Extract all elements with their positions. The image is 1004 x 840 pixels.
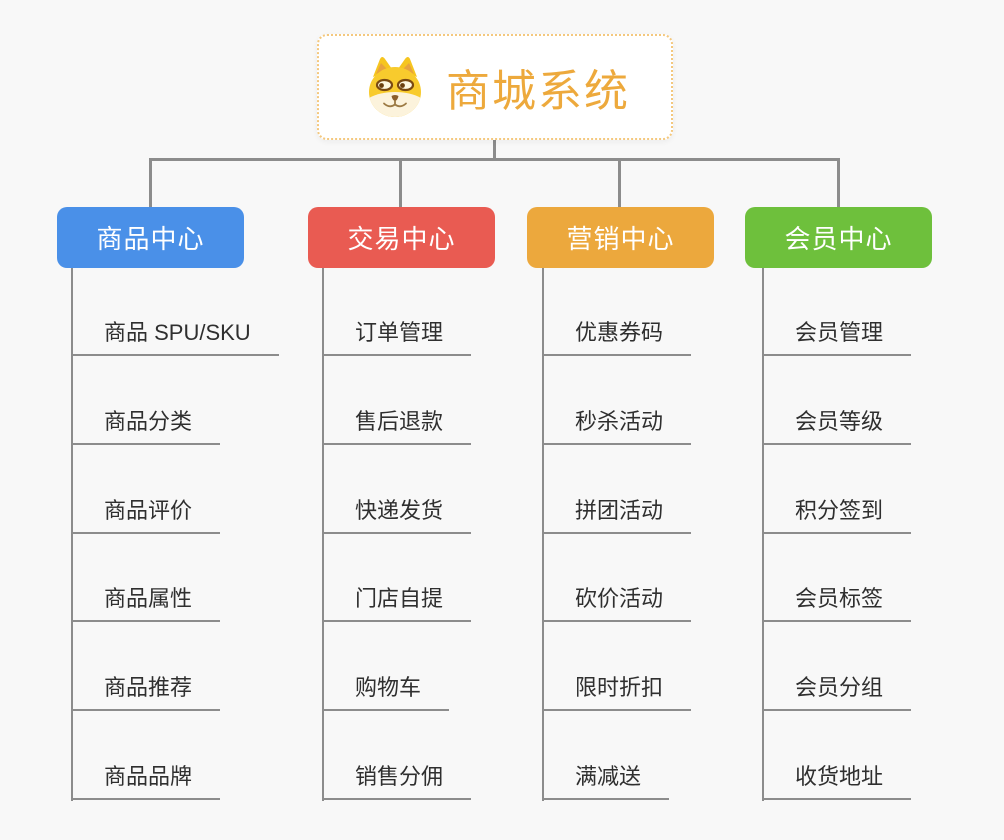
subtopic[interactable]: 会员管理 bbox=[762, 312, 912, 356]
subtopic[interactable]: 优惠券码 bbox=[542, 312, 692, 356]
branch-trunk-line bbox=[762, 268, 764, 801]
subtopic[interactable]: 满减送 bbox=[542, 756, 670, 800]
root-connector-line bbox=[493, 138, 496, 161]
subtopic[interactable]: 会员标签 bbox=[762, 578, 912, 622]
subtopic[interactable]: 会员分组 bbox=[762, 667, 912, 711]
branch-topic-marketing-center[interactable]: 营销中心 bbox=[527, 207, 714, 268]
subtopic[interactable]: 收货地址 bbox=[762, 756, 912, 800]
subtopic[interactable]: 砍价活动 bbox=[542, 578, 692, 622]
subtopic[interactable]: 快递发货 bbox=[322, 490, 472, 534]
branch-topic-member-center[interactable]: 会员中心 bbox=[745, 207, 932, 268]
subtopic[interactable]: 会员等级 bbox=[762, 401, 912, 445]
subtopic[interactable]: 商品推荐 bbox=[71, 667, 221, 711]
branch-topic-trade-center[interactable]: 交易中心 bbox=[308, 207, 495, 268]
subtopic[interactable]: 秒杀活动 bbox=[542, 401, 692, 445]
branch-trunk-line bbox=[542, 268, 544, 801]
branch-trunk-line bbox=[71, 268, 73, 801]
subtopic[interactable]: 积分签到 bbox=[762, 490, 912, 534]
subtopic[interactable]: 门店自提 bbox=[322, 578, 472, 622]
branch-trunk-line bbox=[322, 268, 324, 801]
root-topic-label: 商城系统 bbox=[446, 67, 630, 116]
branch-topic-product-center[interactable]: 商品中心 bbox=[57, 207, 244, 268]
branch-drop-line bbox=[399, 158, 402, 209]
subtopic[interactable]: 商品评价 bbox=[71, 490, 221, 534]
branch-drop-line bbox=[837, 158, 840, 209]
subtopic[interactable]: 订单管理 bbox=[322, 312, 472, 356]
root-topic[interactable]: 商城系统 bbox=[317, 34, 673, 140]
subtopic[interactable]: 商品品牌 bbox=[71, 756, 221, 800]
subtopic[interactable]: 售后退款 bbox=[322, 401, 472, 445]
shiba-dog-icon bbox=[369, 57, 421, 117]
subtopic[interactable]: 商品分类 bbox=[71, 401, 221, 445]
branch-drop-line bbox=[618, 158, 621, 209]
subtopic[interactable]: 商品 SPU/SKU bbox=[71, 312, 279, 356]
subtopic[interactable]: 购物车 bbox=[322, 667, 450, 711]
subtopic[interactable]: 拼团活动 bbox=[542, 490, 692, 534]
subtopic[interactable]: 销售分佣 bbox=[322, 756, 472, 800]
branch-drop-line bbox=[149, 158, 152, 209]
subtopic[interactable]: 商品属性 bbox=[71, 578, 221, 622]
branch-bus-line bbox=[149, 158, 840, 161]
subtopic[interactable]: 限时折扣 bbox=[542, 667, 692, 711]
